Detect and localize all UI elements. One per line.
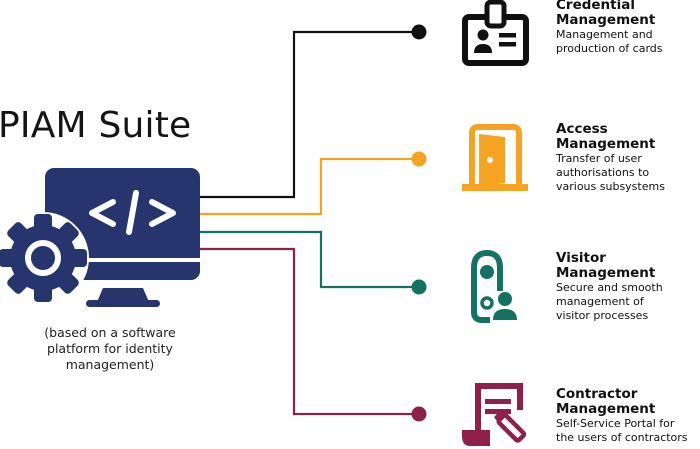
door-icon bbox=[462, 124, 528, 191]
module-contractor: Contractor Management Self-Service Porta… bbox=[556, 387, 700, 445]
subtitle: (based on a software platform for identi… bbox=[30, 325, 190, 373]
module-description: visitor processes bbox=[556, 309, 649, 322]
endpoint-dot-access bbox=[411, 151, 427, 167]
module-description: authorisations to bbox=[556, 166, 650, 179]
module-description: various subsystems bbox=[556, 180, 665, 193]
subtitle-line: management) bbox=[65, 357, 155, 372]
subtitle-line: (based on a software bbox=[44, 325, 176, 340]
module-description: Self-Service Portal for bbox=[556, 417, 675, 430]
endpoint-dot-credential bbox=[411, 24, 427, 40]
module-heading: Management bbox=[556, 136, 656, 152]
module-description: Management and bbox=[556, 28, 653, 41]
id-badge-icon bbox=[462, 0, 529, 66]
module-description: Transfer of user bbox=[556, 152, 642, 165]
endpoint-dot-contractor bbox=[411, 406, 427, 422]
subtitle-line: platform for identity bbox=[47, 341, 173, 356]
module-heading: Management bbox=[556, 265, 656, 281]
monitor-base bbox=[86, 300, 160, 307]
module-heading: Management bbox=[556, 12, 656, 28]
endpoint-dot-visitor bbox=[411, 279, 427, 295]
connector-visitor bbox=[198, 230, 419, 289]
monitor-code-gear-icon bbox=[0, 168, 200, 307]
monitor-stand bbox=[97, 288, 149, 302]
document-pen-icon bbox=[462, 383, 527, 446]
module-description: management of bbox=[556, 295, 644, 308]
connector-access bbox=[198, 157, 419, 216]
module-heading: Credential bbox=[556, 0, 635, 13]
module-description: Secure and smooth bbox=[556, 281, 663, 294]
connector-contractor bbox=[198, 247, 419, 416]
module-access: Access Management Transfer of user autho… bbox=[556, 122, 700, 194]
gear-icon bbox=[0, 212, 89, 304]
module-heading: Contractor bbox=[556, 386, 638, 402]
visitor-badge-icon bbox=[471, 249, 517, 323]
module-credential: Credential Management Management and pro… bbox=[556, 0, 700, 56]
module-heading: Access bbox=[556, 121, 608, 137]
module-heading: Visitor bbox=[556, 250, 606, 266]
diagram-title: PIAM Suite bbox=[0, 105, 192, 146]
code-brackets-icon bbox=[89, 190, 176, 235]
module-description: the users of contractors bbox=[556, 431, 688, 444]
module-visitor: Visitor Management Secure and smooth man… bbox=[556, 251, 700, 323]
module-description: production of cards bbox=[556, 42, 663, 55]
connector-credential bbox=[198, 30, 419, 199]
module-heading: Management bbox=[556, 401, 656, 417]
